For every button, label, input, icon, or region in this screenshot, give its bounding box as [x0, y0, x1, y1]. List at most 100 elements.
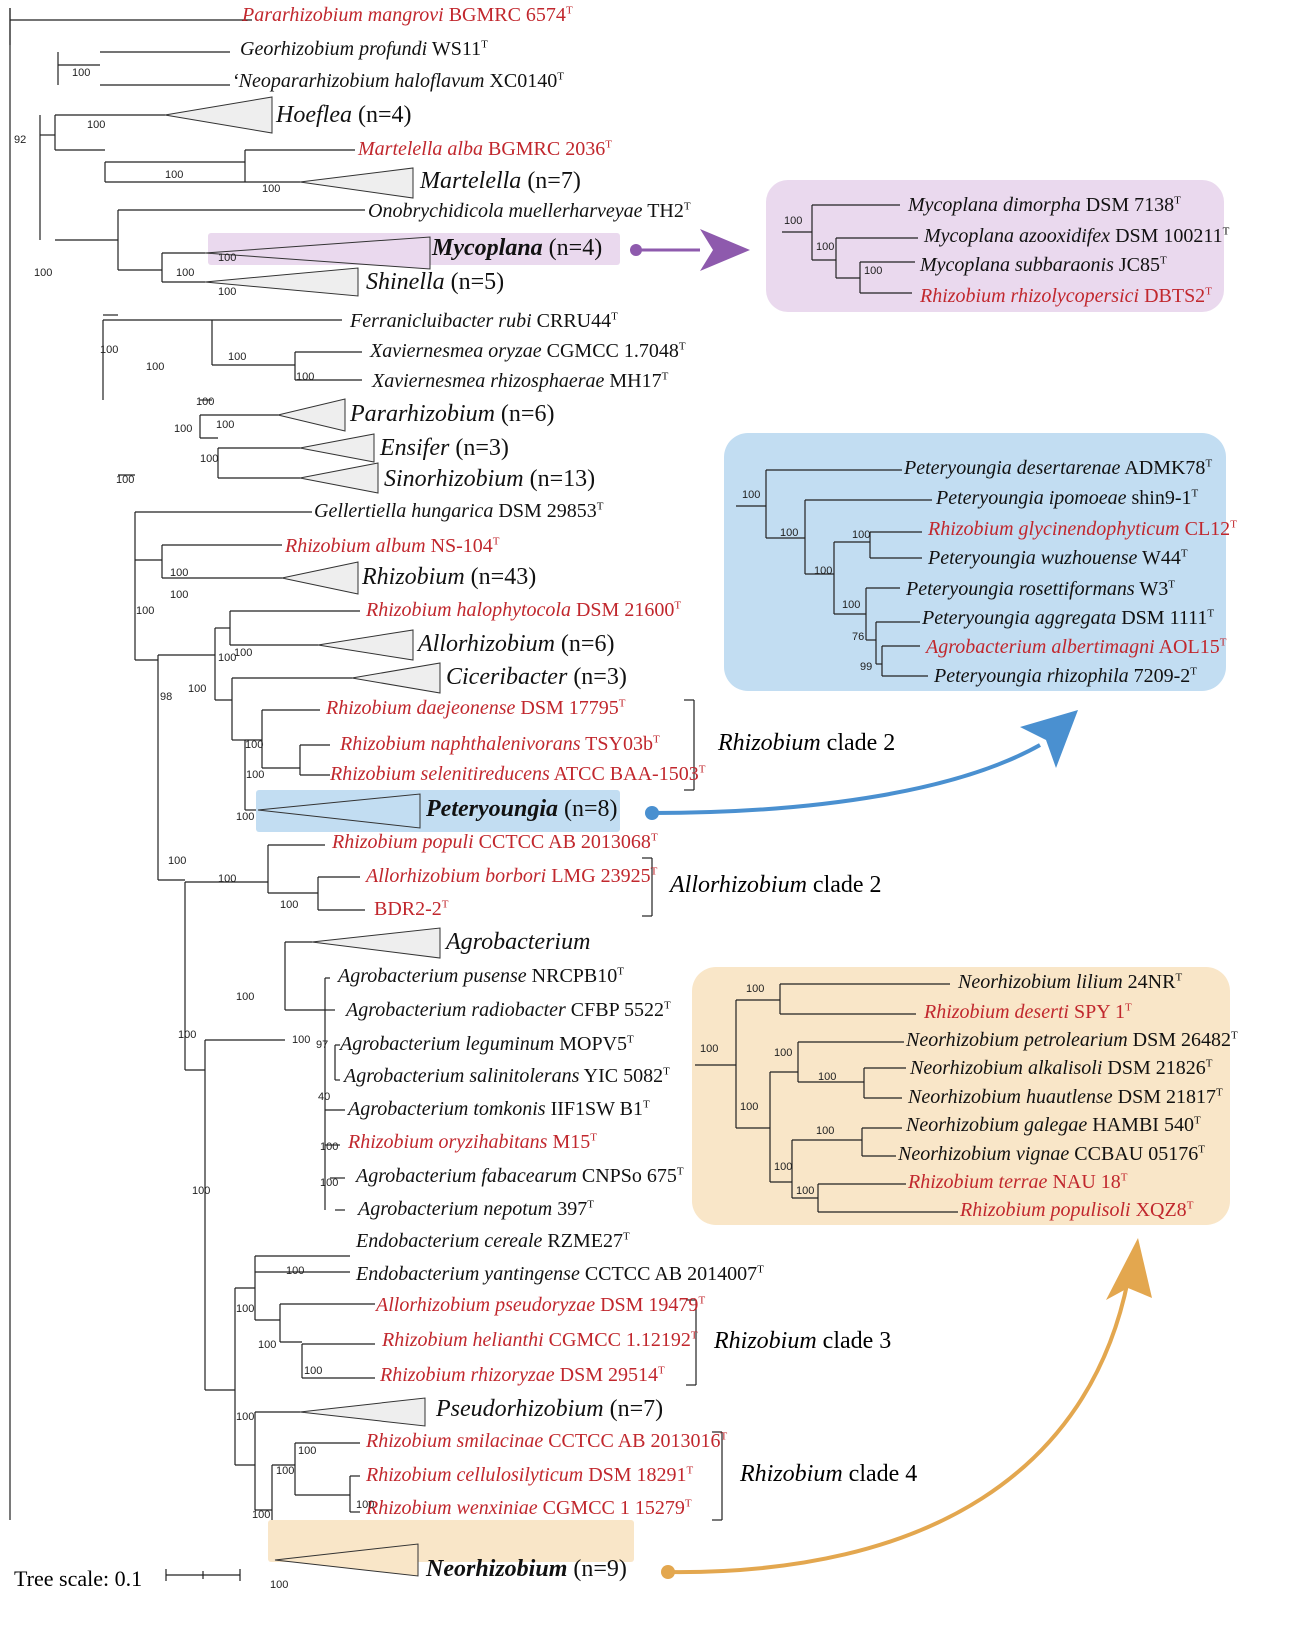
type-strain-mark: T: [643, 1098, 650, 1111]
taxon-name: Ferranicluibacter rubi: [350, 310, 532, 332]
type-strain-mark: T: [590, 1131, 597, 1144]
strain-text: TH2: [642, 200, 684, 222]
taxon-name: Neorhizobium lilium: [958, 971, 1123, 993]
tip-label: Rhizobium daejeonense DSM 17795T: [326, 698, 626, 718]
bootstrap-value: 100: [218, 286, 237, 298]
strain-text: (n=9): [567, 1555, 627, 1582]
bootstrap-value: 100: [228, 351, 247, 363]
inset-tip-label: Mycoplana subbaraonis JC85T: [920, 255, 1167, 275]
strain-text: DSM 26482: [1127, 1029, 1232, 1051]
strain-text: (n=4): [542, 234, 603, 261]
inset-tip-label: Peteryoungia rhizophila 7209-2T: [934, 666, 1197, 686]
taxon-name: Rhizobium halophytocola: [366, 599, 571, 621]
bootstrap-value: 100: [188, 683, 207, 695]
bootstrap-value: 100: [165, 169, 184, 181]
bootstrap-value: 100: [72, 67, 91, 79]
type-strain-mark: T: [720, 1430, 728, 1443]
taxon-name: Peteryoungia: [426, 795, 558, 822]
inset-bootstrap-value: 76: [852, 631, 865, 643]
type-strain-mark: T: [1205, 1057, 1213, 1070]
taxon-name: Martelella: [420, 167, 522, 194]
strain-text: XQZ8: [1130, 1199, 1187, 1221]
inset-tip-label: Neorhizobium galegae HAMBI 540T: [906, 1115, 1201, 1135]
inset-bootstrap-value: 100: [780, 527, 799, 539]
strain-text: (n=3): [449, 434, 509, 461]
bootstrap-value: 100: [218, 652, 237, 664]
clade-number: clade 2: [806, 872, 882, 899]
inset-bootstrap-value: 100: [852, 529, 871, 541]
taxon-name: Pararhizobium: [350, 400, 495, 427]
type-strain-mark: T: [1219, 636, 1227, 649]
tip-label: Xaviernesmea rhizosphaerae MH17T: [372, 371, 668, 391]
tip-label: Shinella (n=5): [366, 270, 504, 294]
taxon-name: Rhizobium terrae: [908, 1171, 1048, 1193]
taxon-name: Pseudorhizobium: [436, 1395, 604, 1422]
tip-label: Endobacterium cereale RZME27T: [356, 1231, 630, 1251]
collapsed-clade-triangle: [204, 267, 359, 297]
bootstrap-value: 100: [246, 769, 265, 781]
type-strain-mark: T: [683, 200, 691, 213]
type-strain-mark: T: [1124, 1001, 1132, 1014]
inset-tip-label: Mycoplana azooxidifex DSM 100211T: [924, 226, 1229, 246]
neorhizobium-arrow-line: [667, 1279, 1130, 1575]
bootstrap-value: 98: [160, 691, 173, 703]
taxon-name: Agrobacterium leguminum: [340, 1033, 555, 1055]
strain-text: LMG 23925: [546, 865, 651, 887]
inset-bootstrap-value: 100: [816, 1125, 835, 1137]
type-strain-mark: T: [1168, 578, 1175, 591]
type-strain-mark: T: [1160, 254, 1167, 267]
strain-text: (n=13): [523, 465, 596, 492]
clade-label: Rhizobium clade 2: [718, 730, 895, 757]
peteryoungia-arrow-head: [1020, 710, 1078, 768]
tip-label: Rhizobium halophytocola DSM 21600T: [366, 600, 681, 620]
neorhizobium-inset-box: [692, 967, 1230, 1225]
clade-label: Rhizobium clade 4: [740, 1461, 917, 1488]
bootstrap-value: 97: [316, 1039, 329, 1051]
tip-label: Agrobacterium leguminum MOPV5T: [340, 1034, 634, 1054]
inset-bootstrap-value: 100: [784, 215, 803, 227]
strain-text: CCTCC AB 2014007: [579, 1263, 758, 1285]
tip-label: Rhizobium populi CCTCC AB 2013068T: [332, 832, 658, 852]
type-strain-mark: T: [1205, 457, 1213, 470]
tip-label: Allorhizobium borbori LMG 23925T: [366, 866, 657, 886]
tip-label: Hoeflea (n=4): [276, 103, 412, 127]
bootstrap-value: 100: [100, 344, 119, 356]
strain-text: (n=6): [554, 630, 615, 657]
bootstrap-value: 100: [236, 991, 255, 1003]
collapsed-clade-triangle: [311, 927, 441, 959]
taxon-name: Neorhizobium: [426, 1555, 568, 1582]
taxon-name: Gellertiella hungarica: [314, 500, 494, 522]
taxon-name: Agrobacterium: [446, 928, 591, 955]
tip-label: Agrobacterium salinitolerans YIC 5082T: [344, 1066, 670, 1086]
collapsed-clade-triangle: [204, 236, 431, 270]
peteryoungia-inset-box: [724, 433, 1226, 691]
bootstrap-value: 100: [236, 811, 255, 823]
strain-text: shin9-1: [1126, 487, 1192, 509]
bootstrap-value: 100: [245, 739, 264, 751]
collapsed-clade-triangle: [257, 793, 421, 829]
clade-label: Allorhizobium clade 2: [670, 872, 882, 899]
tip-label: Sinorhizobium (n=13): [384, 467, 595, 491]
tip-label: Allorhizobium pseudoryzae DSM 19479T: [376, 1295, 705, 1315]
strain-text: CFBP 5522: [565, 999, 664, 1021]
type-strain-mark: T: [690, 1329, 698, 1342]
strain-text: CGMCC 1.12192: [543, 1329, 691, 1351]
bootstrap-value: 100: [87, 119, 106, 131]
strain-text: (n=3): [567, 663, 627, 690]
taxon-name: Mycoplana subbaraonis: [920, 254, 1114, 276]
type-strain-mark: T: [698, 1294, 706, 1307]
type-strain-mark: T: [676, 1165, 684, 1178]
taxon-name: Rhizobium populi: [332, 831, 474, 853]
tip-label: Ensifer (n=3): [380, 436, 509, 460]
strain-text: DSM 18291: [583, 1464, 687, 1486]
strain-text: TSY03b: [580, 733, 653, 755]
strain-text: CGMCC 1.7048: [541, 340, 679, 362]
strain-text: DSM 7138: [1080, 194, 1175, 216]
type-strain-mark: T: [686, 1464, 694, 1477]
type-strain-mark: T: [596, 500, 604, 513]
neorhizobium-arrow-head: [1106, 1238, 1152, 1300]
taxon-name: Hoeflea: [276, 101, 352, 128]
type-strain-mark: T: [611, 310, 618, 323]
strain-text: DSM 17795: [515, 697, 619, 719]
type-strain-mark: T: [1191, 487, 1199, 500]
